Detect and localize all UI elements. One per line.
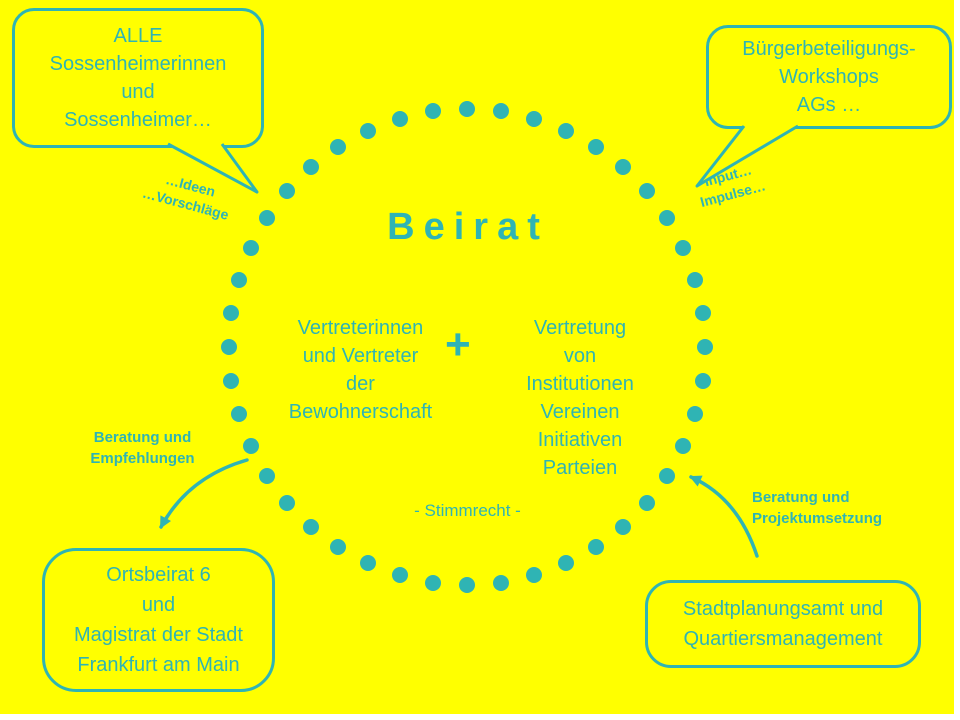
circle-dot (425, 103, 442, 120)
circle-dot (614, 159, 631, 176)
circle-dot (330, 138, 347, 155)
circle-dot (230, 406, 247, 423)
members-institutions-text: Vertretung von Institutionen Vereinen In… (526, 317, 634, 479)
caption-beratung-projektumsetzung: Beratung und Projektumsetzung (752, 489, 883, 527)
circle-dot (526, 567, 543, 584)
circle-dot (459, 577, 475, 593)
circle-dot (242, 437, 259, 454)
circle-dot (258, 467, 275, 484)
circle-dot (526, 110, 543, 127)
slide-edge-right (954, 0, 960, 720)
caption-input-impulse: Input… Impulse… (698, 161, 768, 211)
circle-dot (687, 271, 704, 288)
circle-dot (614, 518, 631, 535)
arrow-stadtplanungsamt-to-beirat (689, 475, 759, 558)
circle-dot (557, 122, 574, 139)
circle-dot (303, 518, 320, 535)
circle-dot (425, 574, 442, 591)
circle-dot (697, 339, 713, 355)
circle-dot (459, 101, 475, 117)
circle-dot (242, 240, 259, 257)
circle-dot (587, 138, 604, 155)
box-stadtplanungsamt: Stadtplanungsamt und Quartiersmanagement (645, 580, 921, 668)
members-residents-text: Vertreterinnen und Vertreter der Bewohne… (288, 317, 433, 423)
circle-dot (675, 437, 692, 454)
voting-right-label: - Stimmrecht - (414, 501, 521, 520)
circle-dot (258, 210, 275, 227)
caption-ideas-vorschlaege: …Ideen …Vorschläge (140, 171, 231, 223)
callout-all-sossenheimer: ALLE Sossenheimerinnen und Sossenheimer… (12, 8, 264, 148)
circle-title: Beirat (387, 206, 549, 248)
circle-dot (360, 122, 377, 139)
callout-workshops: Bürgerbeteiligungs- Workshops AGs … (706, 25, 952, 129)
circle-dot (230, 271, 247, 288)
circle-dot (694, 305, 711, 322)
circle-dot (221, 339, 237, 355)
arrow-beirat-to-ortsbeirat (159, 458, 249, 529)
slide-edge-bottom (0, 714, 960, 720)
circle-dot (659, 467, 676, 484)
circle-dot (223, 372, 240, 389)
circle-dot (360, 555, 377, 572)
circle-dot (330, 539, 347, 556)
plus-sign: + (445, 320, 471, 369)
circle-dot (638, 183, 655, 200)
circle-dot (279, 494, 296, 511)
circle-dot (687, 406, 704, 423)
circle-dot (391, 567, 408, 584)
circle-dot (279, 183, 296, 200)
box-ortsbeirat-magistrat: Ortsbeirat 6 und Magistrat der Stadt Fra… (42, 548, 275, 692)
circle-dot (638, 494, 655, 511)
circle-dot (587, 539, 604, 556)
circle-dot (391, 110, 408, 127)
circle-dot (659, 210, 676, 227)
circle-dot (557, 555, 574, 572)
circle-dot (223, 305, 240, 322)
circle-dot (675, 240, 692, 257)
caption-beratung-empfehlungen: Beratung und Empfehlungen (90, 429, 195, 467)
circle-dot (694, 372, 711, 389)
circle-dot (492, 574, 509, 591)
circle-dot (492, 103, 509, 120)
circle-dot (303, 159, 320, 176)
